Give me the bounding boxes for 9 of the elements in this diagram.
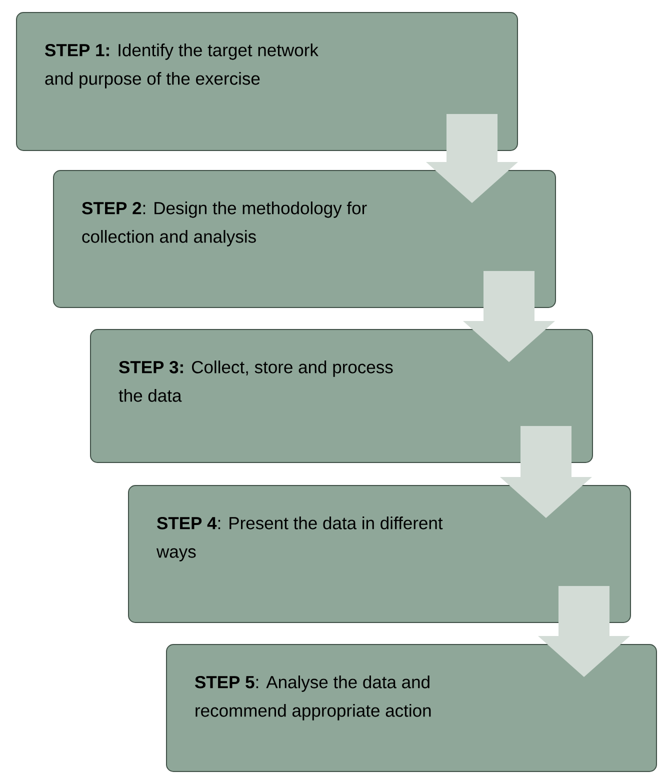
block-arrow <box>463 271 555 362</box>
block-arrow <box>538 586 630 677</box>
step-box: STEP 4: Present the data in different ways <box>128 485 631 623</box>
step-box: STEP 5: Analyse the data and recommend appropriate action <box>166 644 657 772</box>
step-box: STEP 2: Design the methodology for collection and analysis <box>53 170 556 308</box>
step-box: STEP 3: Collect, store and process the data <box>90 329 593 463</box>
step-box: STEP 1: Identify the target network and purpose of the exercise <box>16 12 518 151</box>
block-arrow <box>426 114 518 203</box>
block-arrow <box>500 426 592 518</box>
